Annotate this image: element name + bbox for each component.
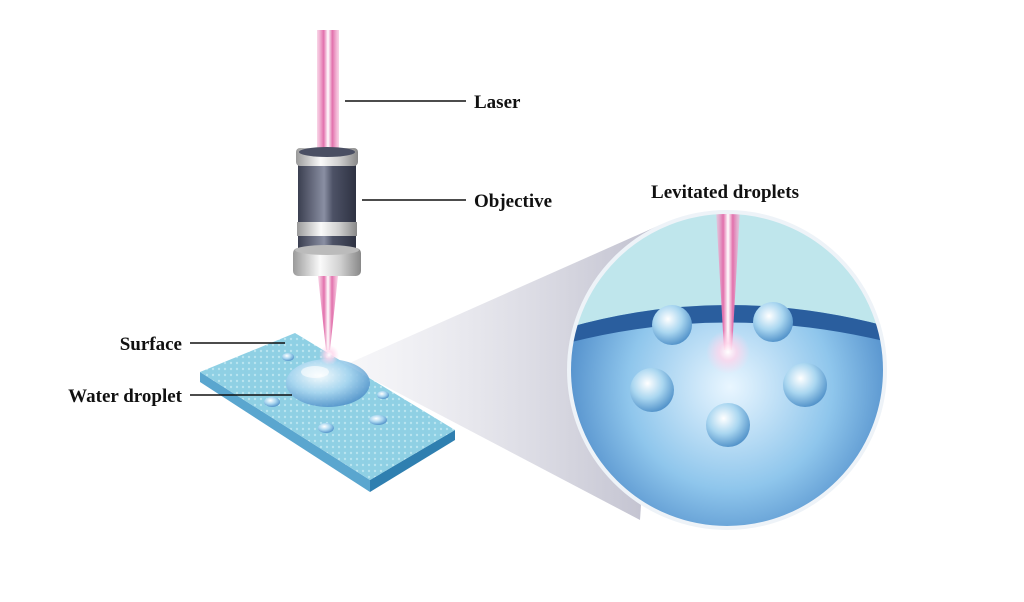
label-levitated-droplets: Levitated droplets	[651, 182, 799, 203]
label-laser: Laser	[474, 92, 521, 113]
levitated-droplet	[783, 363, 827, 407]
laser-beam	[317, 30, 339, 155]
magnification-cone	[345, 225, 660, 520]
label-water-droplet: Water droplet	[68, 386, 182, 407]
focused-beam	[318, 276, 338, 350]
water-droplet	[286, 359, 370, 407]
leader-lines	[190, 100, 466, 396]
levitated-droplet	[753, 302, 793, 342]
levitated-droplet	[630, 368, 674, 412]
objective-lens	[293, 147, 361, 276]
levitated-droplet	[652, 305, 692, 345]
label-objective: Objective	[474, 191, 552, 212]
levitated-droplet	[706, 403, 750, 447]
surface-slide	[200, 333, 455, 492]
label-surface: Surface	[120, 334, 182, 355]
